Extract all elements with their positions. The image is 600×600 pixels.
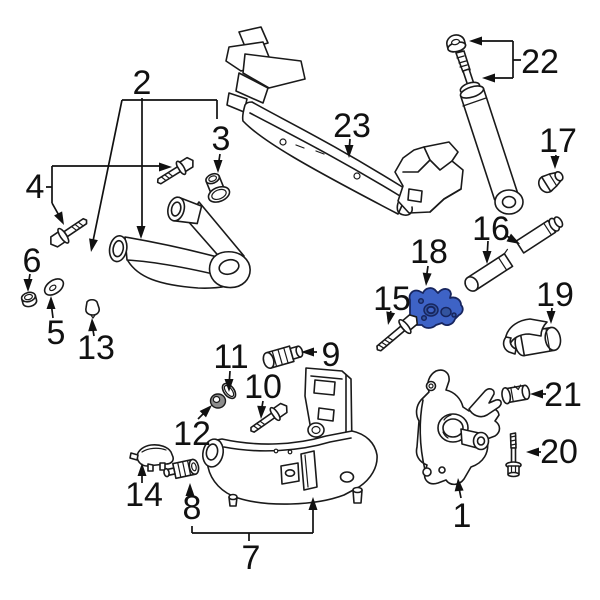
part-ring-11[interactable] [220, 381, 238, 401]
part-bolt-4b[interactable] [46, 213, 91, 251]
label-part-17[interactable]: 17 [539, 122, 577, 160]
label-part-11[interactable]: 11 [213, 338, 248, 376]
label-part-3[interactable]: 3 [212, 120, 231, 158]
part-frame-crossmember[interactable] [225, 26, 464, 216]
label-part-16[interactable]: 16 [472, 210, 510, 248]
label-part-14[interactable]: 14 [125, 476, 163, 514]
leader-arrowheads [23, 36, 560, 510]
label-part-7[interactable]: 7 [242, 539, 261, 577]
part-bushing-8[interactable] [163, 458, 200, 481]
label-part-2[interactable]: 2 [133, 64, 152, 102]
part-washer-5[interactable] [42, 276, 67, 299]
part-upper-control-arm[interactable] [108, 195, 251, 289]
label-part-19[interactable]: 19 [536, 276, 574, 314]
label-part-21[interactable]: 21 [544, 376, 582, 414]
label-part-10[interactable]: 10 [244, 368, 282, 406]
label-part-20[interactable]: 20 [540, 433, 578, 471]
part-bushing-3[interactable] [201, 170, 232, 205]
label-part-8[interactable]: 8 [183, 489, 202, 527]
part-shock-absorber[interactable] [445, 33, 524, 215]
part-spacer-tube-upper[interactable] [515, 214, 565, 254]
part-bolt-15[interactable] [372, 310, 422, 356]
part-bushing-9[interactable] [262, 343, 305, 370]
part-nut-6[interactable] [20, 291, 38, 308]
label-part-1[interactable]: 1 [453, 497, 472, 535]
label-part-9[interactable]: 9 [322, 336, 341, 374]
part-steering-knuckle[interactable] [415, 369, 502, 486]
shock-cap-nut [446, 34, 467, 53]
part-anchor-bracket-19[interactable] [502, 318, 563, 357]
part-bracket-14[interactable] [129, 444, 174, 472]
part-bushing-21[interactable] [501, 384, 531, 405]
part-bolt-10[interactable] [247, 400, 291, 437]
label-part-4[interactable]: 4 [26, 168, 45, 206]
label-part-6[interactable]: 6 [23, 242, 42, 280]
label-part-15[interactable]: 15 [373, 280, 411, 318]
label-part-12[interactable]: 12 [173, 415, 211, 453]
part-bolt-4a[interactable] [154, 154, 197, 189]
part-clip-13[interactable] [85, 298, 100, 319]
part-bolt-20[interactable] [505, 432, 522, 478]
label-part-23[interactable]: 23 [333, 107, 371, 145]
part-bushing-17[interactable] [536, 167, 567, 195]
part-spacer-tube-lower[interactable] [461, 248, 516, 293]
label-part-22[interactable]: 22 [521, 43, 559, 81]
label-part-13[interactable]: 13 [77, 329, 115, 367]
part-lower-control-arm[interactable] [200, 367, 378, 507]
part-torsion-anchor-highlighted[interactable] [408, 287, 464, 329]
part-grommet-12[interactable] [209, 393, 227, 409]
label-part-18[interactable]: 18 [410, 233, 448, 271]
label-part-5[interactable]: 5 [47, 314, 66, 352]
part-labels: 1 2 3 4 5 6 7 8 9 10 11 12 13 14 15 16 1… [23, 43, 582, 577]
